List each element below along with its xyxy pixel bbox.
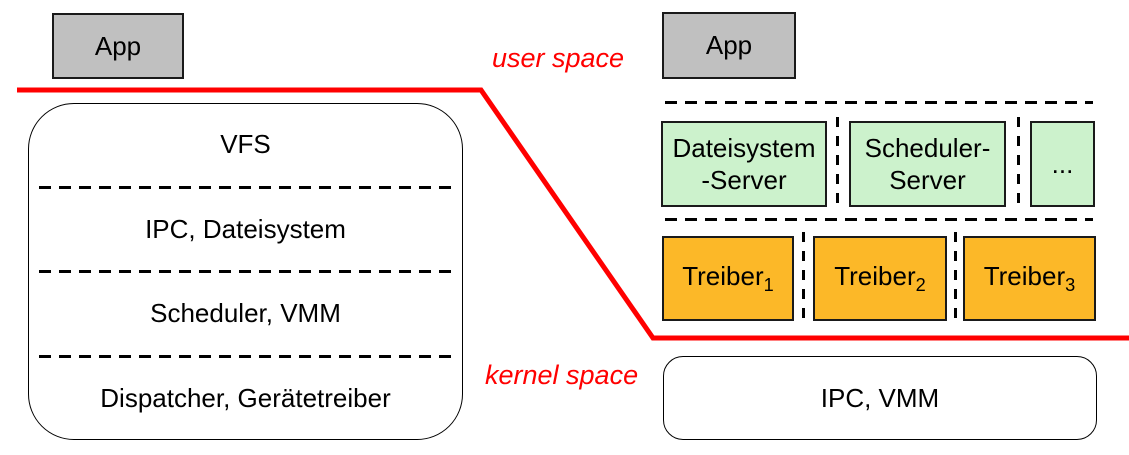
scheduler-server-line2: Server — [889, 165, 966, 195]
treiber-3-box: Treiber3 — [963, 236, 1096, 321]
scheduler-server-box: Scheduler- Server — [849, 121, 1006, 207]
scheduler-server-line1: Scheduler- — [864, 132, 991, 163]
layer-vfs: VFS — [29, 104, 462, 186]
monolithic-app-box: App — [52, 13, 184, 79]
treiber-1-box: Treiber1 — [662, 236, 794, 321]
server-separator-1 — [836, 117, 839, 211]
dateisystem-server-line2: -Server — [701, 165, 787, 195]
microkernel-app-box: App — [662, 12, 796, 79]
layer-dispatcher-geraetetreiber: Dispatcher, Gerätetreiber — [29, 358, 462, 440]
user-space-label: user space — [492, 43, 625, 73]
monolithic-app-label: App — [94, 30, 142, 61]
kernel-space-label: kernel space — [485, 360, 639, 390]
layer-ipc-dateisystem-label: IPC, Dateisystem — [145, 213, 346, 244]
layer-scheduler-vmm: Scheduler, VMM — [29, 273, 462, 355]
dateisystem-server-box: Dateisystem -Server — [661, 121, 827, 207]
servers-top-dashed-line — [665, 101, 1093, 104]
more-servers-label: ... — [1051, 148, 1074, 179]
servers-bottom-dashed-line — [665, 218, 1093, 221]
treiber-2-box: Treiber2 — [813, 236, 947, 321]
treiber-1-label: Treiber1 — [682, 260, 774, 296]
microkernel-app-label: App — [705, 30, 753, 60]
layer-vfs-label: VFS — [220, 129, 271, 160]
driver-separator-2 — [954, 232, 957, 325]
server-separator-2 — [1017, 117, 1020, 211]
driver-separator-1 — [802, 232, 805, 325]
layer-ipc-dateisystem: IPC, Dateisystem — [29, 189, 462, 271]
monolithic-kernel-box: VFS IPC, Dateisystem Scheduler, VMM Disp… — [28, 103, 463, 440]
treiber-2-subscript: 2 — [915, 275, 926, 296]
microkernel-kernel-label: IPC, VMM — [820, 382, 940, 413]
treiber-1-subscript: 1 — [763, 275, 774, 296]
dateisystem-server-line1: Dateisystem — [672, 132, 816, 163]
treiber-3-subscript: 3 — [1065, 275, 1076, 296]
more-servers-box: ... — [1030, 121, 1095, 207]
treiber-3-label: Treiber3 — [983, 260, 1076, 296]
treiber-2-label: Treiber2 — [834, 260, 926, 296]
microkernel-kernel-box: IPC, VMM — [663, 356, 1097, 440]
layer-dispatcher-geraetetreiber-label: Dispatcher, Gerätetreiber — [100, 382, 391, 413]
layer-divider-3 — [39, 354, 452, 358]
layer-scheduler-vmm-label: Scheduler, VMM — [150, 298, 341, 329]
